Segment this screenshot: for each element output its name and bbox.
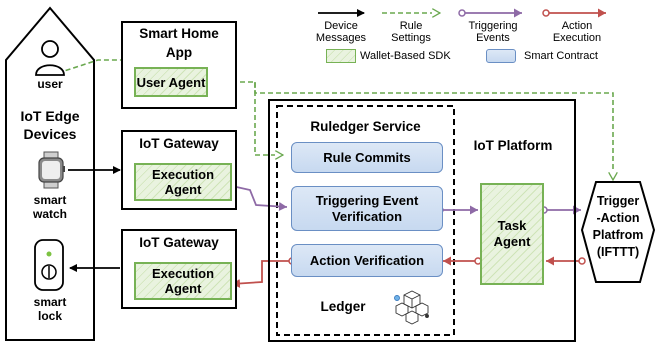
smart-home-app-title-line1: Smart Home	[139, 26, 219, 41]
arrow-useragent-to-ifttt	[254, 82, 613, 180]
smartwatch-label-line2: watch	[32, 207, 67, 221]
user-agent: User Agent	[134, 67, 208, 97]
ifttt-hexagon	[580, 181, 655, 283]
execution-agent-bottom: Execution Agent	[134, 262, 232, 300]
execution-agent-top: Execution Agent	[134, 163, 232, 201]
legend-action-execution: Action Execution	[544, 20, 610, 44]
triggering-event-verification-line2: Verification	[331, 208, 403, 224]
execution-agent-bottom-line2: Agent	[164, 281, 202, 296]
ifttt-label: Trigger -Action Platfrom (IFTTT)	[584, 193, 652, 261]
task-agent: Task Agent	[480, 183, 544, 285]
legend-wallet-sdk-swatch	[326, 49, 356, 63]
gateway-bottom-title: IoT Gateway	[139, 235, 219, 250]
ifttt-line1: Trigger	[596, 194, 640, 208]
action-verification: Action Verification	[291, 244, 443, 277]
arrow-actionverify-to-execagent	[231, 260, 292, 288]
legend-device-messages: Device Messages	[308, 20, 374, 44]
legend-action-execution-text: Action Execution	[552, 20, 602, 44]
edge-devices-title-line2: Devices	[23, 126, 77, 142]
smart-home-app-title-line2: App	[165, 45, 193, 60]
legend-device-messages-text: Device Messages	[315, 20, 367, 44]
ruledger-title: Ruledger Service	[310, 119, 421, 134]
triggering-event-verification: Triggering Event Verification	[291, 186, 443, 231]
execution-agent-bottom-line1: Execution	[151, 266, 215, 281]
ledger-label: Ledger	[320, 299, 366, 314]
legend-rule-settings: Rule Settings	[380, 20, 442, 44]
legend-rule-settings-text: Rule Settings	[391, 20, 431, 44]
execution-agent-top-line1: Execution	[151, 167, 215, 182]
legend-triggering-events-text: Triggering Events	[468, 20, 518, 44]
edge-devices-title-line1: IoT Edge	[20, 108, 80, 124]
legend-wallet-sdk-label: Wallet-Based SDK	[360, 50, 451, 62]
user-icon	[35, 40, 65, 76]
gateway-top-title: IoT Gateway	[139, 136, 219, 151]
edge-devices-title: IoT Edge Devices	[8, 107, 92, 143]
smartwatch-label-line1: smart	[33, 193, 67, 207]
legend-smart-contract-label: Smart Contract	[524, 50, 598, 62]
arrow-useragent-to-rulecommits	[208, 81, 283, 155]
ifttt-line3: Platfrom	[592, 228, 644, 242]
smart-home-app-title: Smart Home App	[121, 24, 237, 62]
task-agent-line1: Task	[497, 218, 527, 233]
triggering-event-verification-line1: Triggering Event	[315, 192, 419, 208]
arrow-execagent-to-triggerverify	[231, 185, 288, 211]
smartlock-label: smart lock	[20, 295, 80, 323]
smartwatch-icon	[38, 151, 65, 189]
user-label: user	[37, 77, 63, 91]
execution-agent-top-line2: Agent	[164, 182, 202, 197]
rule-commits: Rule Commits	[291, 142, 443, 173]
iot-platform-title: IoT Platform	[473, 138, 553, 153]
task-agent-line2: Agent	[493, 234, 531, 249]
ruledger-frame	[276, 105, 455, 336]
smartlock-label-line2: lock	[37, 309, 62, 323]
ifttt-line4: (IFTTT)	[596, 245, 640, 259]
legend-triggering-events: Triggering Events	[460, 20, 526, 44]
ledger-icon	[394, 290, 429, 325]
smartwatch-label: smart watch	[20, 193, 80, 221]
smartlock-label-line1: smart	[33, 295, 67, 309]
smartlock-icon	[34, 239, 64, 291]
legend-smart-contract-swatch	[486, 49, 516, 63]
iot-platform-box	[268, 99, 576, 342]
ifttt-line2: -Action	[596, 211, 640, 225]
